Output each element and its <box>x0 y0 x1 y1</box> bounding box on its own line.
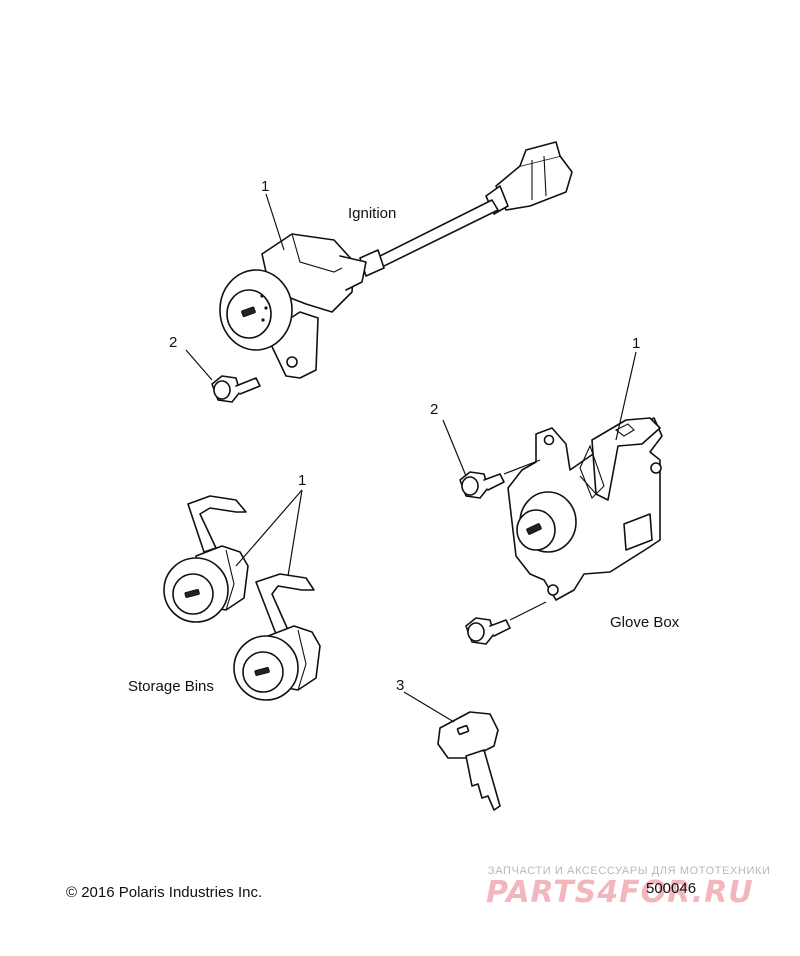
ignition-keyway <box>241 306 256 318</box>
leader-glove-bolt-lower-line <box>509 601 547 621</box>
document-number: 500046 <box>646 880 696 897</box>
leader-glove-bolt-upper-line <box>503 459 541 475</box>
glove-box-latch <box>507 417 663 601</box>
callout-storage-bin-locks: 1 <box>298 472 306 489</box>
glove-box-plate <box>507 417 663 601</box>
callout-ignition-switch: 1 <box>261 178 269 195</box>
storage-bin-lock-lower <box>233 573 321 701</box>
copyright-text: © 2016 Polaris Industries Inc. <box>66 884 262 901</box>
storage-lock-lower-cam <box>255 573 315 635</box>
ignition-bolt <box>211 375 261 403</box>
glove-box-bolt-lower <box>465 617 511 645</box>
leader-key-3 <box>403 691 455 723</box>
key <box>437 711 501 811</box>
storage-lock-lower-keyway <box>254 666 270 676</box>
ignition-switch <box>219 141 573 379</box>
ignition-connector <box>485 141 573 215</box>
watermark-logo: PARTS4FOR.RU <box>486 875 754 910</box>
callout-glove-box-latch: 1 <box>632 335 640 352</box>
storage-bin-lock-upper <box>163 495 249 623</box>
callout-key: 3 <box>396 677 404 694</box>
leader-glove-2 <box>442 419 467 477</box>
label-storage-bins: Storage Bins <box>128 678 214 695</box>
storage-lock-upper-cam <box>187 495 247 553</box>
watermark-tagline: ЗАПЧАСТИ И АКСЕССУАРЫ ДЛЯ МОТОТЕХНИКИ <box>488 865 770 877</box>
callout-glove-box-bolt: 2 <box>430 401 438 418</box>
glove-box-latch-bracket <box>591 417 661 501</box>
key-blade <box>465 749 501 811</box>
leader-glove-1 <box>615 351 637 441</box>
callout-ignition-bolt: 2 <box>169 334 177 351</box>
storage-lock-upper-keyway <box>184 588 200 598</box>
leader-ignition-1 <box>265 193 285 251</box>
key-head <box>437 711 499 759</box>
label-ignition: Ignition <box>348 205 396 222</box>
leader-storage-1a <box>235 489 303 567</box>
label-glove-box: Glove Box <box>610 614 680 631</box>
glove-box-bottom-hole <box>547 584 559 596</box>
glove-box-top-hole <box>543 434 555 446</box>
glove-box-keyway <box>526 523 542 535</box>
ignition-tab-hole <box>286 356 298 368</box>
leader-ignition-2 <box>185 349 213 381</box>
glove-box-bolt-upper <box>459 471 505 499</box>
leader-storage-1b <box>287 489 303 577</box>
